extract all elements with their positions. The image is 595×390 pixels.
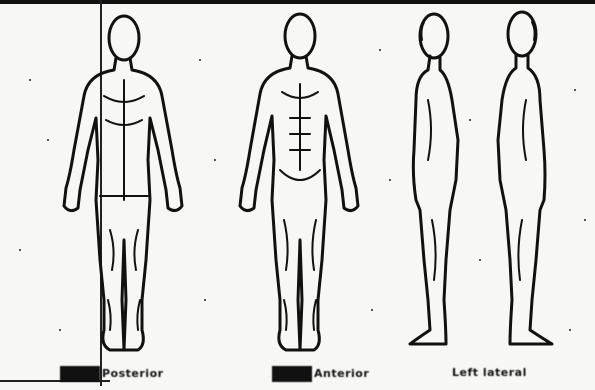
caption-anterior-text: Anterior — [314, 367, 369, 380]
caption-lateral-text: Left lateral — [452, 366, 527, 379]
figure-right-side-view — [498, 12, 552, 344]
redaction-block — [60, 366, 100, 382]
caption-lateral: Left lateral — [452, 366, 527, 384]
caption-posterior: Posterior — [60, 366, 164, 384]
redaction-block — [272, 366, 312, 382]
caption-posterior-text: Posterior — [102, 367, 164, 380]
figure-anterior-view — [240, 14, 358, 350]
figure-left-side-view — [410, 14, 458, 344]
caption-anterior: Anterior — [272, 366, 369, 384]
figure-posterior-view — [64, 16, 182, 350]
